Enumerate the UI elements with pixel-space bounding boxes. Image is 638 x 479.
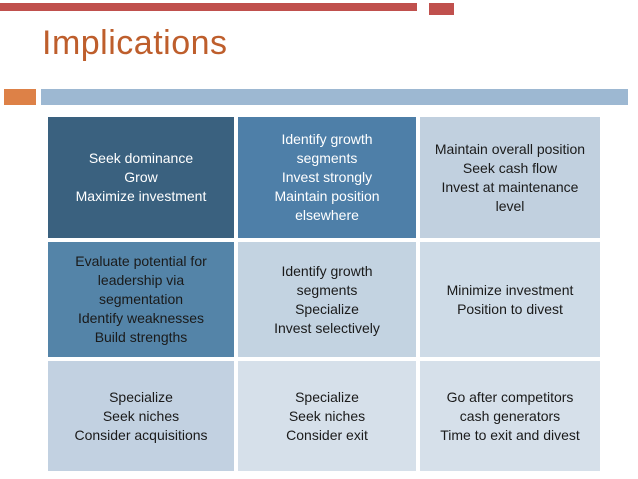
matrix-cell-r1c1: Seek dominance Grow Maximize investment (48, 117, 234, 238)
matrix-cell-r2c2: Identify growth segments Specialize Inve… (238, 242, 416, 357)
matrix-cell-r1c3: Maintain overall position Seek cash flow… (420, 117, 600, 238)
top-accent-square (429, 3, 454, 15)
divider-orange-square (4, 89, 36, 105)
strategy-matrix: Seek dominance Grow Maximize investment … (48, 117, 600, 471)
matrix-cell-r2c3: Minimize investment Position to divest (420, 242, 600, 357)
matrix-cell-r3c2: Specialize Seek niches Consider exit (238, 361, 416, 471)
slide-title: Implications (42, 24, 228, 62)
divider-blue-bar (41, 89, 628, 105)
matrix-cell-r3c3: Go after competitors cash generators Tim… (420, 361, 600, 471)
matrix-cell-r3c1: Specialize Seek niches Consider acquisit… (48, 361, 234, 471)
matrix-cell-r1c2: Identify growth segments Invest strongly… (238, 117, 416, 238)
top-accent-bar (0, 3, 417, 11)
matrix-cell-r2c1: Evaluate potential for leadership via se… (48, 242, 234, 357)
